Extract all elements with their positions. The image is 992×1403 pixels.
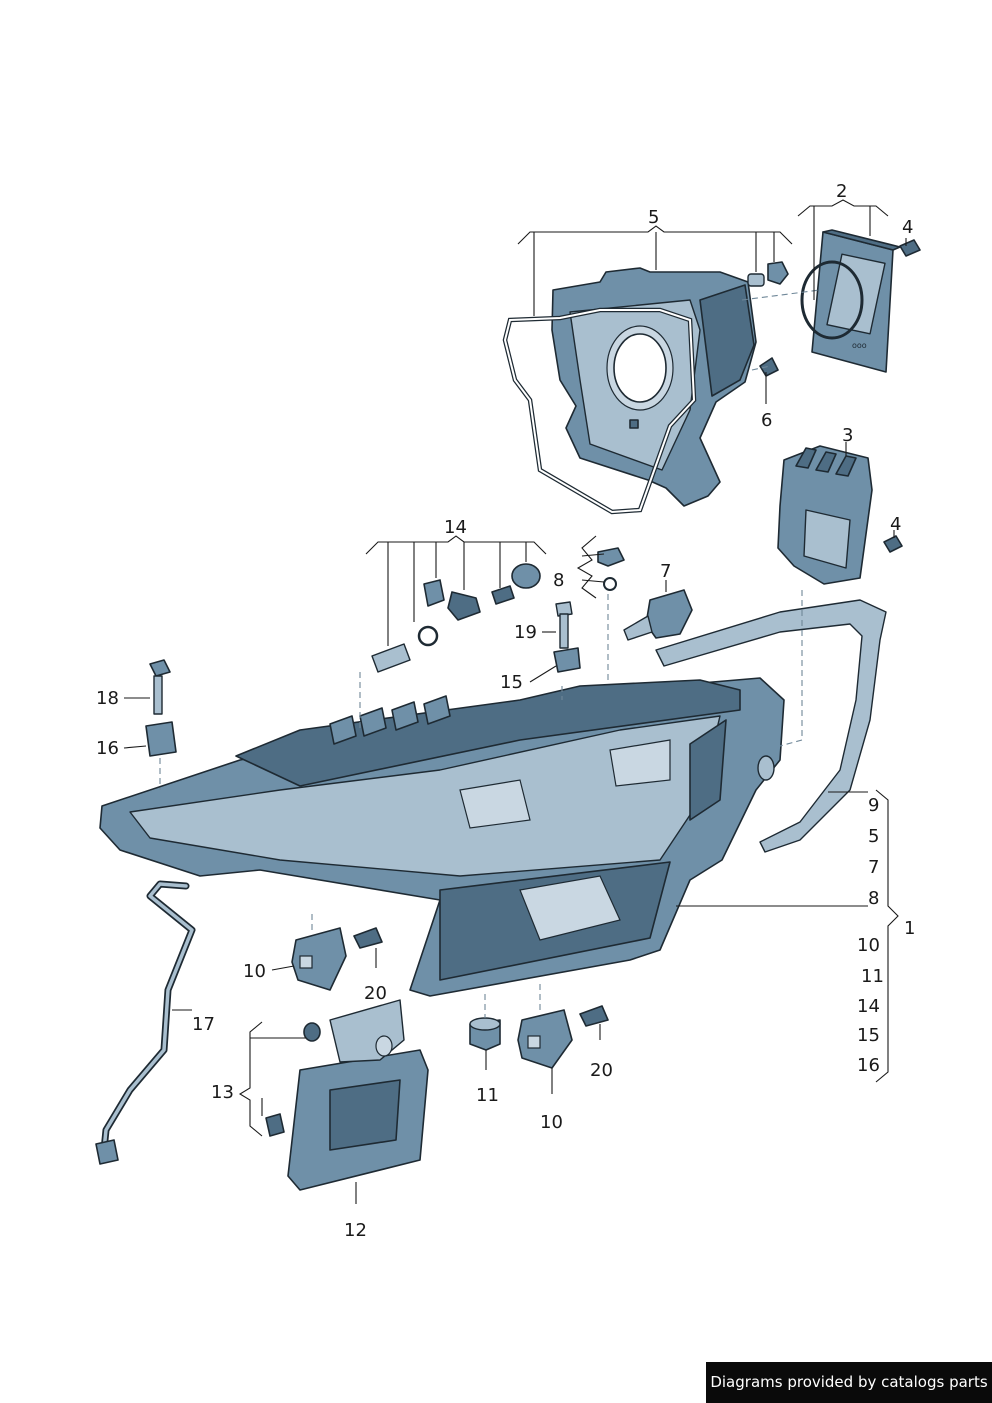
callout-12: 12 <box>344 1220 367 1241</box>
callout-1: 1 <box>904 918 916 939</box>
control-unit-part: ooo <box>800 229 901 373</box>
actuator-part-7 <box>623 589 693 641</box>
leader-lines <box>123 199 907 1204</box>
screw-parts-13 <box>265 1022 321 1137</box>
callout-15: 15 <box>500 672 523 693</box>
adjuster-screw-parts <box>553 547 625 673</box>
callout-10: 10 <box>243 961 266 982</box>
callout-4: 4 <box>902 217 914 238</box>
group-list-item: 9 <box>868 795 880 816</box>
svg-text:ooo: ooo <box>852 341 867 350</box>
watermark-banner: Diagrams provided by catalogs parts <box>706 1362 992 1403</box>
callout-2: 2 <box>836 181 848 202</box>
callout-5: 5 <box>648 207 660 228</box>
headlight-assembly-part <box>99 677 785 997</box>
callout-8: 8 <box>553 570 565 591</box>
group-list-item: 10 <box>857 935 880 956</box>
bulb-kit-parts <box>371 563 541 673</box>
group-list-item: 8 <box>868 888 880 909</box>
bolt-parts-18-16 <box>145 659 177 757</box>
callout-19: 19 <box>514 622 537 643</box>
callout-4: 4 <box>890 514 902 535</box>
callout-20: 20 <box>590 1060 613 1081</box>
callout-11: 11 <box>476 1085 499 1106</box>
housing-gasket <box>502 307 697 515</box>
callout-13: 13 <box>211 1082 234 1103</box>
module-part-3 <box>777 445 903 585</box>
callout-16: 16 <box>96 738 119 759</box>
bracket-part-10-left <box>291 927 347 991</box>
callout-7: 7 <box>660 561 672 582</box>
group-list-item: 11 <box>861 966 884 987</box>
group-list-item: 7 <box>868 857 880 878</box>
callout-3: 3 <box>842 425 854 446</box>
mount-bracket-part-12 <box>287 999 429 1191</box>
group-list-item: 16 <box>857 1055 880 1076</box>
callout-14: 14 <box>444 517 467 538</box>
cap-parts <box>747 239 921 377</box>
callout-18: 18 <box>96 688 119 709</box>
group-list-item: 5 <box>868 826 880 847</box>
group-list-item: 14 <box>857 996 880 1017</box>
callout-6: 6 <box>761 410 773 431</box>
grommet-part-11 <box>469 1017 501 1051</box>
bracket-part-10-right <box>517 1009 573 1069</box>
callout-10: 10 <box>540 1112 563 1133</box>
housing-cover-part <box>551 267 757 507</box>
hose-part-17 <box>95 880 196 1165</box>
callout-20: 20 <box>364 983 387 1004</box>
screw-parts-20 <box>353 927 609 1027</box>
group-list-item: 15 <box>857 1025 880 1046</box>
callout-17: 17 <box>192 1014 215 1035</box>
assembly-guide-lines <box>159 289 821 1018</box>
seal-strip-part <box>655 599 887 853</box>
